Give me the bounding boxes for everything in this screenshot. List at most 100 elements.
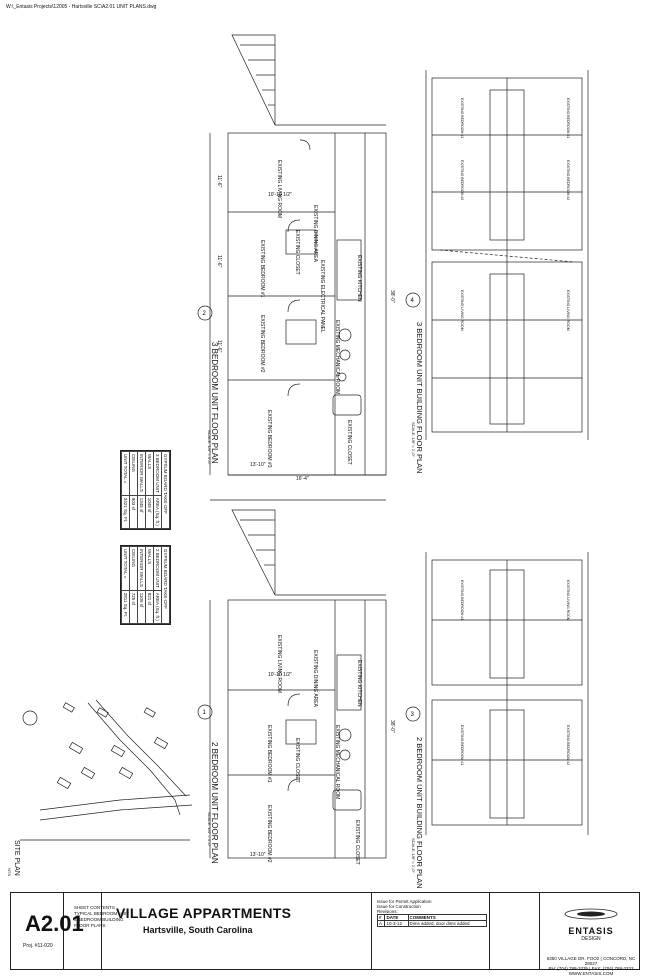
room-label: EXISTING LIVING ROOM [276,160,282,219]
scale-3br-building: SCALE: 1/8" = 1'-0" [411,422,416,457]
revision-block: Issue for Permit Application Issue for C… [376,899,488,927]
building-plan-2br [425,552,589,835]
room-label: EXISTING BEDROOM #2 [566,160,570,201]
firm-sub: DESIGN [581,936,601,942]
room-label: EXISTING BEDROOM #2 [259,315,265,373]
scale-3br-unit: SCALE: 1/4" = 1'-0" [207,430,212,465]
takeoff-row-label: UNIT TOTAL = [121,451,130,496]
firm-name: ENTASIS [568,926,614,936]
drawing-num-circle-3 [405,706,421,722]
room-label: EXISTING BEDROOM #2 [566,725,570,766]
site-plan-drawing [20,699,193,841]
project-location: Hartsville, South Carolina [143,925,253,935]
room-label: EXISTING DINING AREA [312,650,318,707]
drawing-num-4: 4 [411,298,415,304]
room-label: EXISTING KITCHEN [356,255,362,302]
sheet-contents: SHEET CONTENTS TYPICAL BEDROOM UNIT 3 BE… [74,905,129,929]
sheet-contents-line: FLOOR PLANS [74,923,106,928]
dim-unit-width: 16'-4" [296,476,309,482]
room-label: EXISTING LIVING ROOM [566,290,570,331]
room-label: EXISTING ELECTRICAL PANEL [319,260,325,333]
project-title: VILLAGE APPARTMENTS [116,905,292,921]
room-label: EXISTING CLOSET [294,230,300,275]
room-label: EXISTING BEDROOM #1 [566,98,570,139]
takeoff-row-label: INTERIOR WALLS [137,546,146,591]
takeoff-row-label: CEILING [129,451,138,496]
revision-date: 10-3-12 [384,920,409,927]
takeoff-row-value: 1106 sf [137,590,146,624]
sheet-contents-line: TYPICAL BEDROOM UNIT [74,911,129,916]
sheet-contents-line: 3 BEDROOM BUILDING [74,917,124,922]
room-label: EXISTING BEDROOM #1 [460,98,464,139]
file-path: W:\_Entasis Projects\12005 - Hartsville … [6,4,157,10]
dim-depth: 38'-0" [389,720,395,733]
firm-phone: PH: (704) 788-3335 | FAX: (704) 788-3333 [548,966,634,971]
scale-site-plan: NTS [7,868,12,876]
room-label: EXISTING LIVING ROOM [276,635,282,694]
firm-web: WWW.ENTASIS.COM [568,971,614,976]
dim-bed-width: 13'-10" [250,462,266,468]
title-block-divider [489,893,490,969]
drawing-num-circle-4 [405,292,421,308]
title-block-divider [539,893,540,969]
room-label: EXISTING CLOSET [294,738,300,783]
takeoff-title: GYPSUM BOARD TAKE-OFF [161,546,170,624]
title-block-divider [63,893,64,969]
takeoff-row-value: 903 sf [129,495,138,529]
room-label: EXISTING MECHANICAL ROOM [334,320,340,395]
dim-living-width: 10'-10 1/2" [268,672,292,678]
room-label: EXISTING CLOSET [346,420,352,465]
takeoff-area-header: AREA (Sq. ft.) [153,590,162,624]
revision-num: A [376,920,386,927]
takeoff-row-value: 1048 sf [145,495,154,529]
room-label: EXISTING BEDROOM #2 [460,160,464,201]
takeoff-area-header: AREA (Sq. ft.) [153,495,162,529]
dim-room-depth: 11'-6" [216,340,222,353]
takeoff-row-value: 821 sf [145,590,154,624]
room-label: EXISTING CLOSET [354,820,360,865]
drawing-num-circle-2 [197,305,213,321]
room-label: EXISTING BEDROOM #1 [460,580,464,621]
room-label: EXISTING DINING AREA [312,205,318,262]
title-2br-building: 2 BEDROOM UNIT BUILDING FLOOR PLAN [415,737,424,889]
takeoff-row-value: 3421 Sq. Ft. [121,495,130,529]
scale-2br-unit: SCALE: 1/4" = 1'-0" [207,812,212,847]
dim-living-width: 10'-10 1/2" [268,192,292,198]
building-plan-3br [425,70,589,440]
scale-2br-building: SCALE: 1/8" = 1'-0" [411,838,416,873]
project-number: Proj. #11-020 [23,943,53,949]
dim-room-depth: 11'-6" [216,175,222,188]
sheet-contents-heading: SHEET CONTENTS [74,905,115,910]
dim-bed-width: 13'-10" [250,852,266,858]
revision-permit: Issue for Permit Application [377,899,432,904]
title-site-plan: SITE PLAN [13,840,20,876]
takeoff-row-value: 1345 sf [137,495,146,529]
room-label: EXISTING BEDROOM #2 [266,805,272,863]
takeoff-row-label: WALLS [145,546,154,591]
firm-block: ENTASIS DESIGN 6350 VILLAGE DR. FOO2 | C… [544,907,638,976]
firm-address: 6350 VILLAGE DR. FOO2 | CONCORD, NC 2802… [546,956,636,966]
title-block-divider [101,893,102,969]
drawing-num-2: 2 [203,311,207,317]
room-label: EXISTING LIVING ROOM [460,290,464,331]
takeoff-row-label: INTERIOR WALLS [137,451,146,496]
room-label: EXISTING BEDROOM #1 [266,725,272,783]
room-label: EXISTING BEDROOM #1 [460,725,464,766]
unit-plan-3br [209,34,387,501]
takeoff-row-value: 2811 Sq. Ft. [121,590,130,624]
drawing-num-circle-1 [197,704,213,720]
title-3br-building: 3 BEDROOM UNIT BUILDING FLOOR PLAN [415,322,424,474]
revision-construction: Issue for Construction [377,904,421,909]
takeoff-row-label: WALLS [145,451,154,496]
room-label: EXISTING BEDROOM #3 [266,410,272,468]
takeoff-unit: 3 BEDROOM UNIT [153,451,162,496]
firm-logo-icon [564,908,618,920]
revision-heading: Revisions: [377,909,398,914]
sheet-number: A2.01 [25,911,84,936]
room-label: EXISTING BEDROOM #1 [259,240,265,298]
title-block-divider [371,893,372,969]
room-label: EXISTING LIVING ROOM [566,580,570,621]
takeoff-row-value: 725 sf [129,590,138,624]
